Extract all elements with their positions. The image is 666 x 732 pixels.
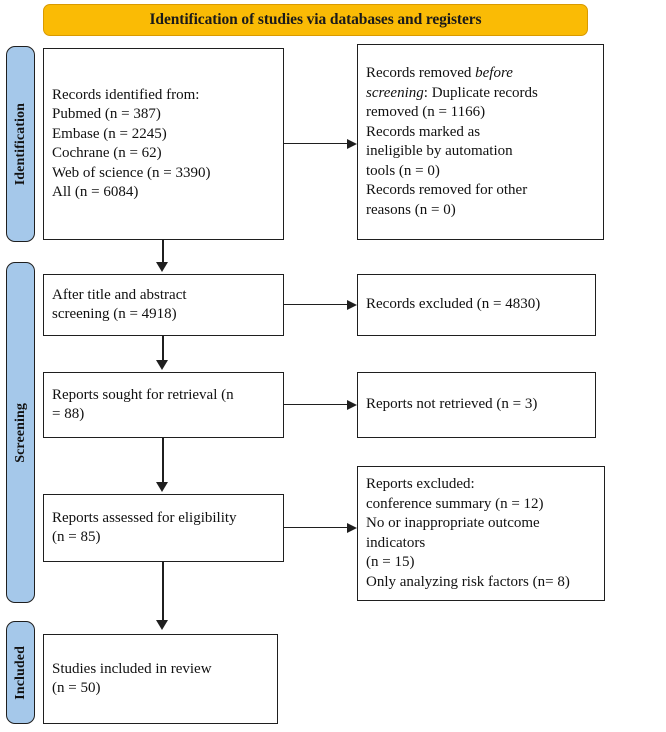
box-studies-included-text: Studies included in review (n = 50)	[52, 660, 212, 697]
arrowhead-right-icon	[347, 299, 357, 310]
stage-rail-identification-label: Identification	[12, 102, 28, 186]
removed-line2-suffix: :	[423, 84, 428, 101]
box-records-removed-before-screening: Records removed before screening: Duplica…	[357, 44, 604, 240]
box-reports-not-retrieved-text: Reports not retrieved (n = 3)	[366, 396, 538, 413]
removed-line1-italic: before	[475, 65, 513, 81]
header-banner: Identification of studies via databases …	[43, 4, 588, 36]
box-records-identified: Records identified from: Pubmed (n = 387…	[43, 48, 284, 240]
box-records-excluded-text: Records excluded (n = 4830)	[366, 296, 541, 313]
box-records-removed-text: Records removed before screening: Duplica…	[358, 64, 546, 220]
connector-sought-to-assessed	[162, 438, 164, 484]
box-reports-assessed-text: Reports assessed for eligibility (n = 85…	[52, 509, 237, 546]
stage-rail-identification: Identification	[6, 46, 35, 242]
stage-rail-screening: Screening	[6, 262, 35, 603]
banner-title: Identification of studies via databases …	[149, 11, 482, 28]
box-after-title-abstract-screening: After title and abstract screening (n = …	[43, 274, 284, 336]
arrowhead-down-icon	[156, 262, 168, 272]
arrowhead-down-icon	[156, 360, 168, 370]
box-studies-included-in-review: Studies included in review (n = 50)	[43, 634, 278, 724]
connector-assessed-to-reports-excluded	[284, 527, 348, 529]
arrowhead-down-icon	[156, 482, 168, 492]
arrowhead-right-icon	[347, 522, 357, 533]
connector-screening-to-excluded	[284, 304, 348, 306]
box-records-excluded: Records excluded (n = 4830)	[357, 274, 596, 336]
connector-screening-to-sought	[162, 336, 164, 362]
connector-identified-to-screening	[162, 240, 164, 264]
box-after-screening-text: After title and abstract screening (n = …	[52, 286, 187, 323]
stage-rail-included: Included	[6, 621, 35, 724]
arrowhead-down-icon	[156, 620, 168, 630]
box-reports-assessed-for-eligibility: Reports assessed for eligibility (n = 85…	[43, 494, 284, 562]
connector-sought-to-not-retrieved	[284, 404, 348, 406]
arrowhead-right-icon	[347, 138, 357, 149]
box-reports-sought-text: Reports sought for retrieval (n = 88)	[52, 386, 234, 423]
connector-assessed-to-included	[162, 562, 164, 622]
stage-rail-screening-label: Screening	[12, 402, 28, 463]
box-records-identified-text: Records identified from: Pubmed (n = 387…	[52, 86, 211, 201]
stage-rail-included-label: Included	[12, 645, 28, 700]
box-reports-excluded: Reports excluded: conference summary (n …	[357, 466, 605, 601]
removed-rest: Duplicate records removed (n = 1166) Rec…	[366, 84, 538, 218]
removed-line2-italic: screening	[366, 84, 424, 101]
arrowhead-right-icon	[347, 399, 357, 410]
connector-identified-to-removed	[284, 143, 348, 145]
removed-line1-prefix: Records removed	[366, 65, 476, 81]
box-reports-not-retrieved: Reports not retrieved (n = 3)	[357, 372, 596, 438]
box-reports-excluded-text: Reports excluded: conference summary (n …	[366, 476, 570, 590]
box-reports-sought-for-retrieval: Reports sought for retrieval (n = 88)	[43, 372, 284, 438]
